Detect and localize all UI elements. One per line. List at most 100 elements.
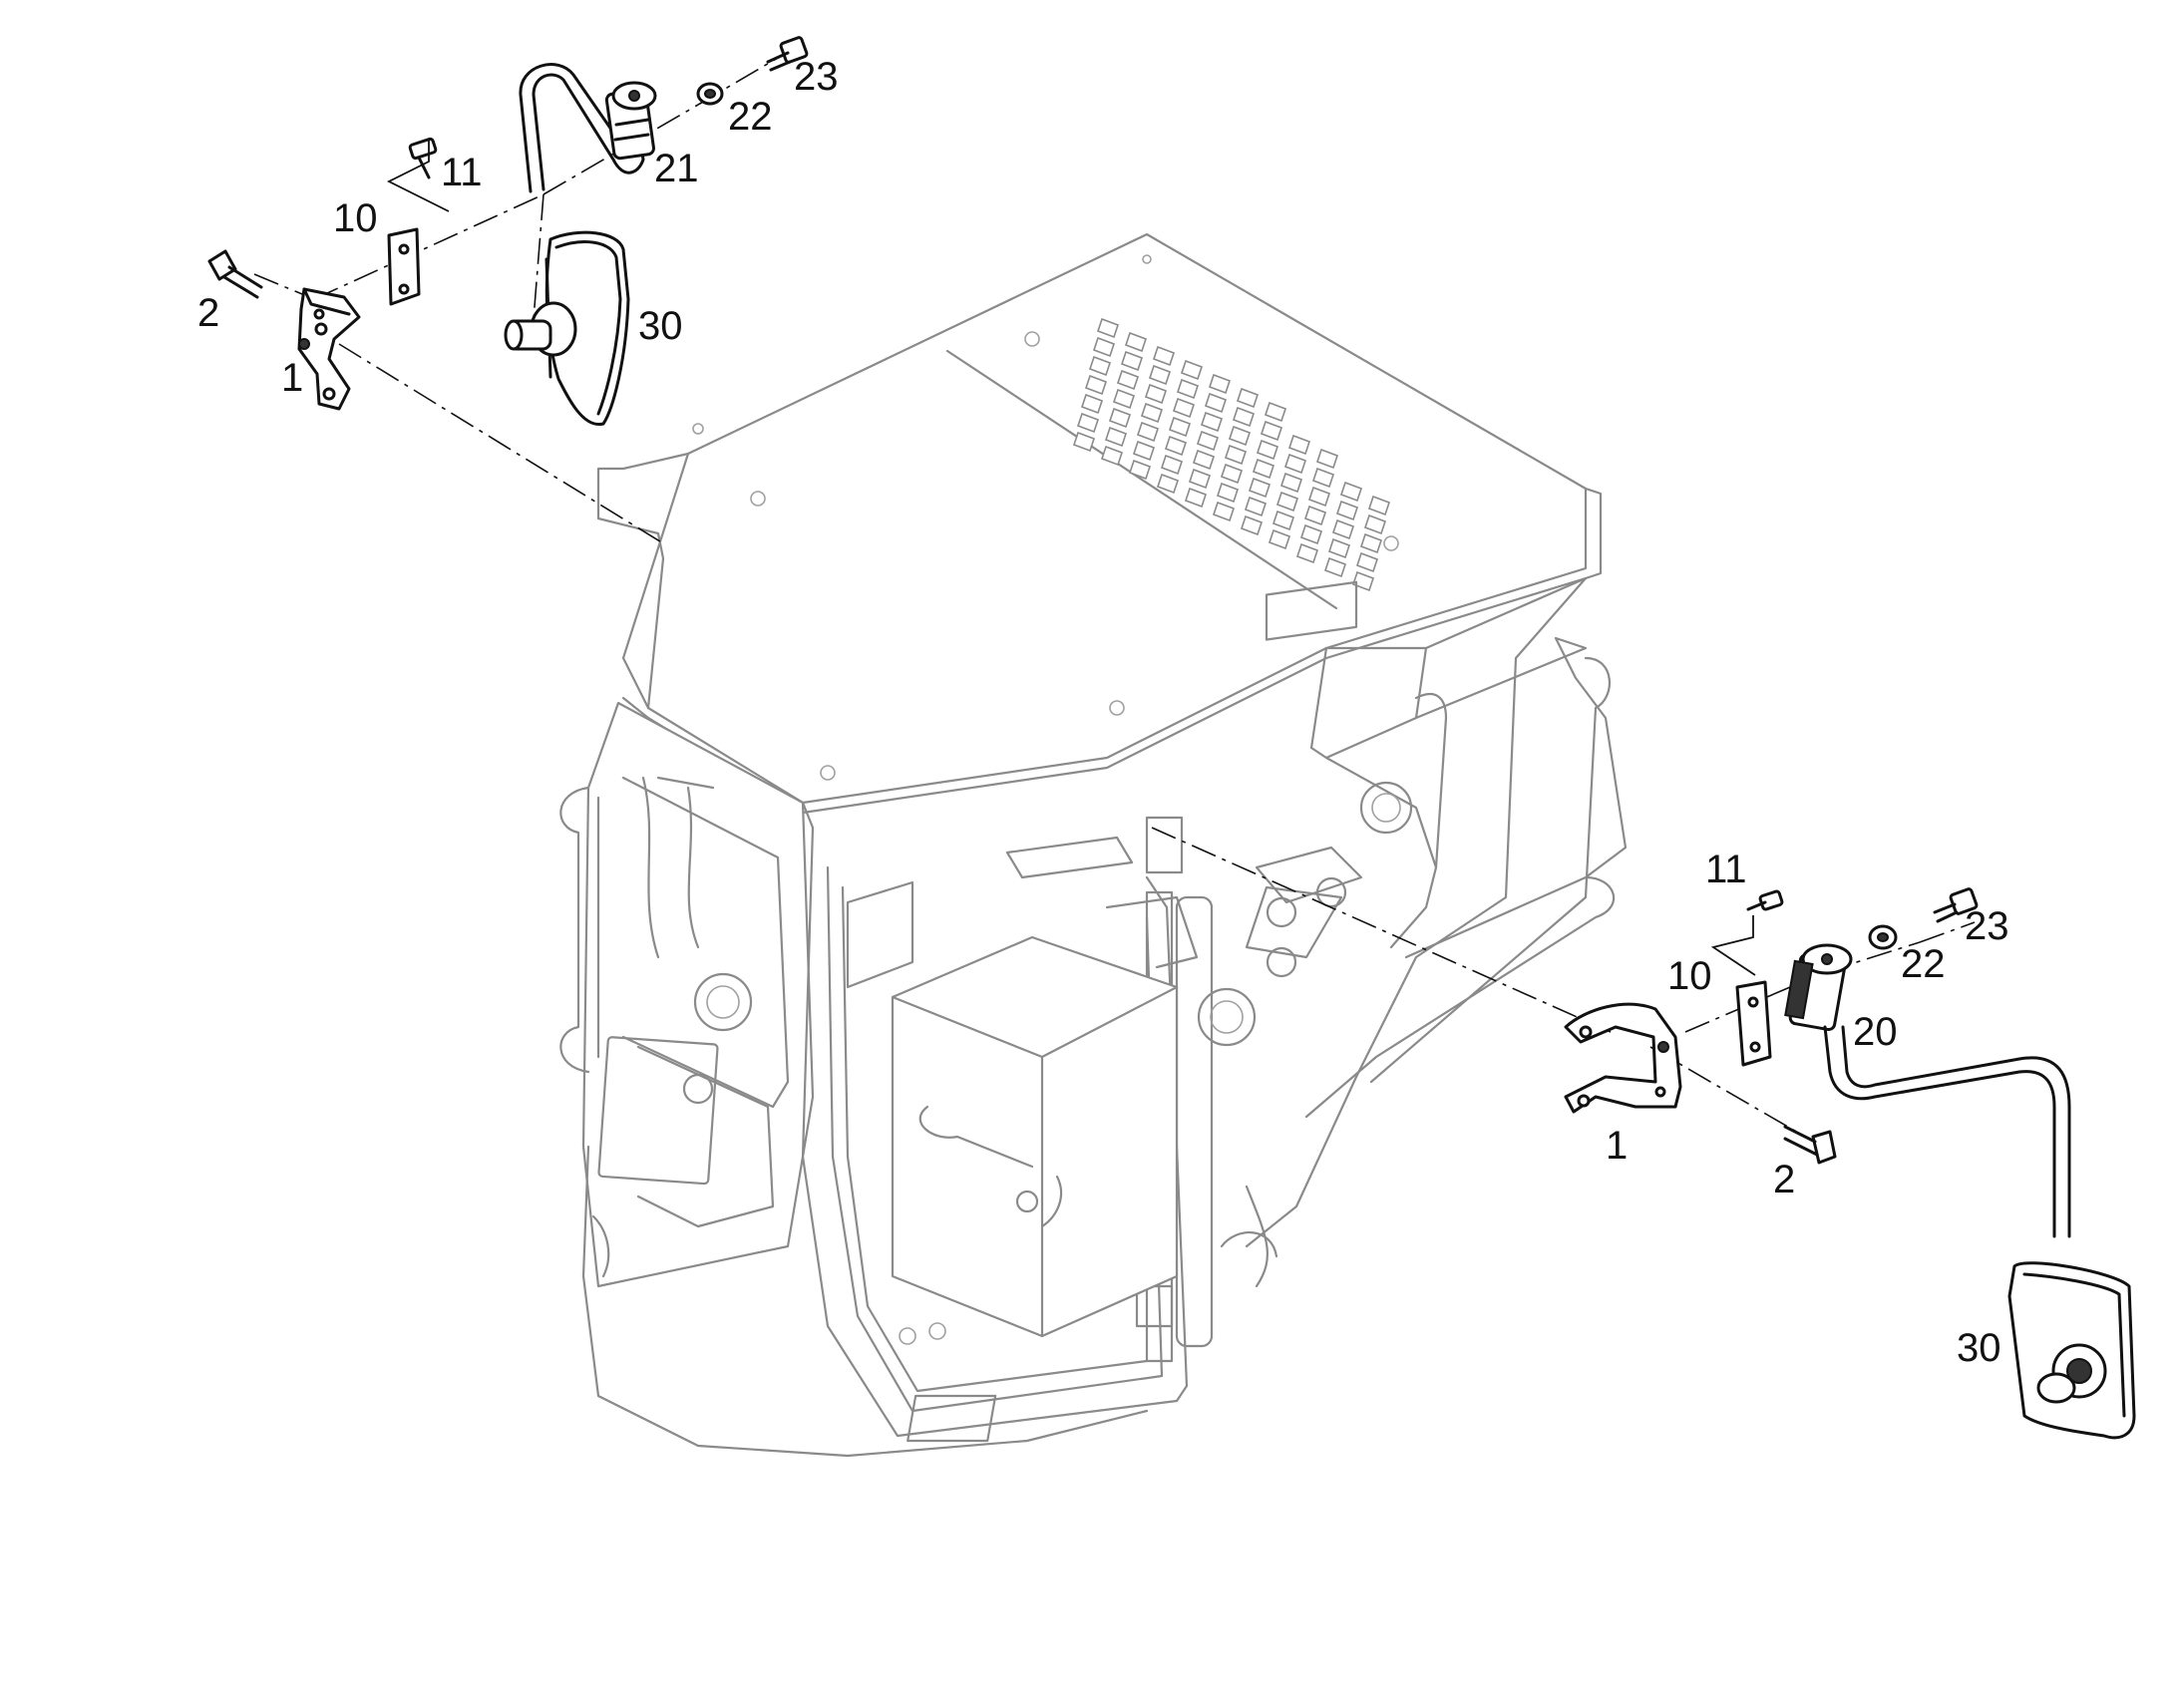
vent-slot (1315, 448, 1339, 470)
vent-slot (1084, 374, 1108, 396)
right-part-22-washer (1868, 924, 1898, 950)
vent-slot (1140, 402, 1164, 424)
vent-slot (1128, 459, 1152, 481)
vent-slot (1303, 505, 1327, 526)
vent-slot (1339, 481, 1363, 503)
vent-slot (1268, 528, 1291, 550)
vent-slot (1136, 421, 1160, 443)
callout-left-2: 2 (197, 291, 219, 335)
callout-left-23: 23 (794, 55, 839, 99)
vent-slot (1331, 518, 1355, 540)
vent-slot (1311, 467, 1335, 489)
callout-right-10: 10 (1667, 954, 1712, 998)
vent-slot (1112, 388, 1136, 410)
vent-slot (1200, 411, 1224, 433)
vent-slot (1363, 513, 1387, 535)
vent-slot (1351, 570, 1375, 592)
left-part-1-bracket (297, 287, 361, 411)
cab-interior (846, 846, 1363, 1345)
callout-right-1: 1 (1606, 1124, 1628, 1168)
left-mirror-assembly (207, 36, 809, 544)
vent-slot (1216, 482, 1240, 504)
vent-slot (1152, 345, 1176, 367)
left-part-21-mirror-arm (519, 63, 657, 193)
vent-slot (1240, 514, 1264, 536)
vent-slot (1272, 510, 1295, 531)
vent-slot (1359, 532, 1383, 554)
vent-slot (1279, 472, 1303, 494)
callout-right-20: 20 (1853, 1010, 1898, 1054)
right-part-2-bolt (1783, 1125, 1837, 1165)
left-part-30-mirror (504, 230, 630, 426)
vent-slot (1307, 486, 1331, 508)
callout-left-1: 1 (281, 356, 303, 400)
vent-slot (1196, 430, 1220, 452)
vent-slot (1327, 537, 1351, 559)
vent-slot (1299, 523, 1323, 545)
callout-left-22: 22 (728, 95, 773, 139)
right-part-23-bolt (1933, 887, 1979, 923)
vent-slot (1076, 412, 1100, 434)
vent-slot (1168, 416, 1192, 438)
vent-slot (1220, 463, 1244, 485)
vent-slot (1156, 473, 1180, 495)
vent-slot (1120, 350, 1144, 372)
right-part-20-mirror-arm (1784, 943, 2071, 1238)
vent-slot (1275, 491, 1299, 512)
callout-right-23: 23 (1965, 904, 2009, 948)
vent-slot (1252, 458, 1275, 480)
vent-slot (1184, 487, 1208, 509)
right-part-1-bracket (1564, 1002, 1682, 1114)
vent-slot (1323, 556, 1347, 578)
callout-left-21: 21 (654, 147, 699, 190)
vent-slot (1260, 420, 1283, 442)
vent-slot (1248, 477, 1272, 499)
vent-slot (1264, 401, 1287, 423)
vent-slot (1124, 331, 1148, 353)
callout-left-30: 30 (638, 304, 683, 348)
right-part-10-plate (1735, 980, 1772, 1067)
vent-slot (1160, 454, 1184, 476)
vent-slot (1116, 369, 1140, 391)
vent-slot (1367, 495, 1391, 516)
vent-slot (1096, 317, 1120, 339)
vent-slot (1212, 501, 1236, 522)
vent-slot (1283, 453, 1307, 475)
vent-slot (1100, 445, 1124, 467)
cab-grab-handle-left (559, 786, 590, 1074)
vent-slot (1132, 440, 1156, 462)
callout-right-2: 2 (1773, 1158, 1795, 1201)
vent-slot (1208, 373, 1232, 395)
vent-slot (1244, 496, 1268, 517)
vent-slot (1192, 449, 1216, 471)
vent-slot (1080, 393, 1104, 415)
vent-slot (1092, 336, 1116, 358)
cab-left-side (581, 701, 815, 1288)
vent-slot (1104, 426, 1128, 448)
vent-slot (1072, 431, 1096, 453)
vent-slot (1164, 435, 1188, 457)
vent-slots (1072, 317, 1391, 592)
vent-slot (1287, 434, 1311, 456)
vent-slot (1144, 383, 1168, 405)
left-part-23-bolt (766, 36, 809, 72)
callout-right-11: 11 (1705, 848, 1747, 891)
callout-labels: 1 2 10 11 21 22 23 30 1 2 10 11 20 22 23… (197, 55, 2009, 1370)
vent-slot (1176, 378, 1200, 400)
callout-right-22: 22 (1901, 942, 1946, 986)
left-part-10-plate (387, 227, 421, 306)
vent-slot (1335, 500, 1359, 521)
vent-slot (1180, 359, 1204, 381)
vent-slot (1088, 355, 1112, 377)
vent-slot (1108, 407, 1132, 429)
right-part-30-mirror (2007, 1261, 2136, 1440)
roof-bolts (692, 254, 1399, 781)
vent-slot (1232, 406, 1256, 428)
vent-slot (1224, 444, 1248, 466)
left-part-22-washer (696, 82, 724, 106)
left-part-2-bolt (207, 249, 263, 299)
operator-cab (559, 232, 1628, 1458)
vent-slot (1204, 392, 1228, 414)
cab-roof (621, 232, 1588, 805)
